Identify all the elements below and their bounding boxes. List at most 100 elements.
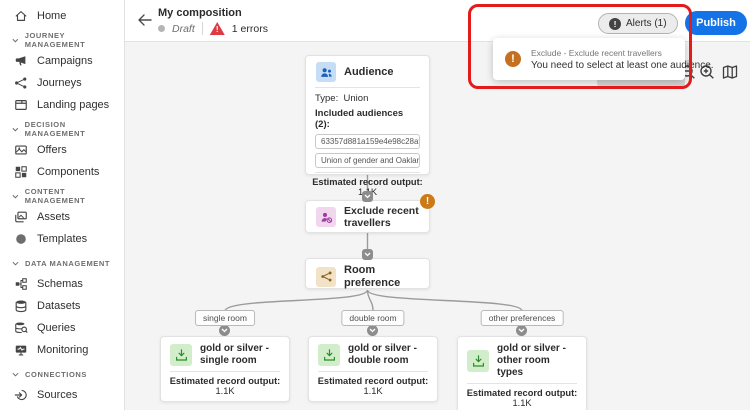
node-title: Room preference xyxy=(344,264,401,289)
sidebar-item-offers[interactable]: Offers xyxy=(0,139,124,161)
audience-chip[interactable]: Union of gender and Oakland s... xyxy=(315,153,420,168)
back-button[interactable] xyxy=(136,11,156,31)
save-output-icon xyxy=(170,344,192,366)
journeys-icon xyxy=(15,77,27,89)
chevron-down-marker-icon xyxy=(367,325,378,336)
publish-button[interactable]: Publish xyxy=(685,11,747,35)
chevron-down-icon xyxy=(12,372,19,377)
estimated-output: Estimated record output: 1.1K xyxy=(466,388,578,408)
chevron-down-marker-icon xyxy=(516,325,527,336)
node-title: gold or silver - single room xyxy=(200,343,269,366)
sidebar-item-home[interactable]: Home xyxy=(0,5,124,27)
chevron-down-icon xyxy=(12,38,19,42)
chevron-down-marker-icon xyxy=(219,325,230,336)
audience-chip[interactable]: 63357d881a159e4e98c28af6_16... xyxy=(315,134,420,149)
queries-icon xyxy=(15,322,28,333)
sidebar-item-components[interactable]: Components xyxy=(0,161,124,183)
branch-label-pill: double room xyxy=(341,310,405,326)
page-title: My composition xyxy=(158,7,242,19)
error-warning-icon: ! xyxy=(209,22,225,35)
split-icon xyxy=(316,266,336,287)
room-node-header: Room preference xyxy=(306,259,429,294)
home-icon xyxy=(15,11,27,21)
exclude-node[interactable]: Exclude recent travellers ! xyxy=(305,194,435,234)
output-node-other-room-types[interactable]: gold or silver - other room types Estima… xyxy=(457,336,587,410)
alert-popup-text: Exclude - Exclude recent travellers You … xyxy=(531,48,714,71)
status-row: Draft ! 1 errors xyxy=(158,22,268,35)
chevron-down-icon xyxy=(12,261,19,266)
status-dot xyxy=(158,25,165,32)
chevron-down-icon xyxy=(12,194,19,198)
exclude-node-header: Exclude recent travellers xyxy=(306,201,429,234)
exclude-audience-icon xyxy=(316,207,336,228)
browser-window-icon xyxy=(15,100,27,110)
divider xyxy=(201,22,203,35)
error-count: 1 errors xyxy=(231,22,268,35)
chevron-down-marker-icon xyxy=(362,191,373,202)
chevron-down-icon xyxy=(12,127,19,131)
warning-circle-icon: ! xyxy=(505,51,521,67)
composition-canvas[interactable]: Audience Type: Union Included audiences … xyxy=(125,42,750,410)
sidebar-item-templates[interactable]: Templates xyxy=(0,228,124,250)
node-title: Audience xyxy=(344,65,394,78)
sidebar-item-sources[interactable]: Sources xyxy=(0,384,124,406)
alert-circle-icon: ! xyxy=(609,17,621,30)
divider xyxy=(315,87,420,88)
sidebar-item-schemas[interactable]: Schemas xyxy=(0,273,124,295)
sidebar-item-monitoring[interactable]: Monitoring xyxy=(0,339,124,361)
datasets-icon xyxy=(15,300,27,313)
node-title: gold or silver - other room types xyxy=(497,343,566,378)
audience-icon xyxy=(316,62,336,82)
alerts-button[interactable]: ! Alerts (1) xyxy=(598,13,678,34)
arrow-left-icon xyxy=(138,14,152,26)
alerts-button-label: Alerts (1) xyxy=(626,18,667,29)
chevron-down-marker-icon xyxy=(362,249,373,260)
sidebar-section-decision-management[interactable]: DECISION MANAGEMENT xyxy=(0,119,124,139)
sidebar-section-data-management[interactable]: DATA MANAGEMENT xyxy=(0,253,124,273)
sidebar-item-label: Home xyxy=(37,10,67,22)
alert-popup-message: You need to select at least one audience… xyxy=(531,59,714,71)
audience-type-row: Type: Union xyxy=(315,93,369,104)
divider xyxy=(318,371,428,372)
node-title: Exclude recent travellers xyxy=(344,205,419,230)
sidebar-item-campaigns[interactable]: Campaigns xyxy=(0,50,124,72)
sidebar-section-journey-management[interactable]: JOURNEY MANAGEMENT xyxy=(0,30,124,50)
schemas-icon xyxy=(15,278,27,290)
audience-node[interactable]: Audience Type: Union Included audiences … xyxy=(305,55,430,197)
sources-icon xyxy=(14,389,27,401)
sidebar-item-assets[interactable]: Assets xyxy=(0,206,124,228)
divider xyxy=(315,172,420,173)
save-output-icon xyxy=(318,344,340,366)
zoom-in-icon[interactable] xyxy=(698,63,716,81)
templates-icon xyxy=(16,234,26,244)
status-badge: Draft xyxy=(172,22,195,35)
estimated-output: Estimated record output: 1.1K xyxy=(169,376,281,396)
audience-node-body: Type: Union Included audiences (2): 6335… xyxy=(306,88,429,172)
warning-badge-icon: ! xyxy=(420,194,435,209)
alert-popup: ! Exclude - Exclude recent travellers Yo… xyxy=(493,38,714,80)
output-node-single-room[interactable]: gold or silver - single room Estimated r… xyxy=(160,336,290,402)
room-preference-node[interactable]: Room preference xyxy=(305,258,430,289)
sidebar-section-connections[interactable]: CONNECTIONS xyxy=(0,364,124,384)
branch-label-pill: single room xyxy=(195,310,255,326)
offers-icon xyxy=(15,145,27,155)
components-icon xyxy=(15,166,27,178)
assets-icon xyxy=(15,211,27,223)
node-title: gold or silver - double room xyxy=(348,343,417,366)
sidebar-item-landing-pages[interactable]: Landing pages xyxy=(0,94,124,116)
save-output-icon xyxy=(467,350,489,372)
included-audiences-label: Included audiences (2): xyxy=(315,108,404,130)
alert-popup-title: Exclude - Exclude recent travellers xyxy=(531,47,662,58)
sidebar-section-content-management[interactable]: CONTENT MANAGEMENT xyxy=(0,186,124,206)
sidebar-item-journeys[interactable]: Journeys xyxy=(0,72,124,94)
output-node-double-room[interactable]: gold or silver - double room Estimated r… xyxy=(308,336,438,402)
map-overview-icon[interactable] xyxy=(721,63,739,81)
sidebar-item-datasets[interactable]: Datasets xyxy=(0,295,124,317)
sidebar: Home JOURNEY MANAGEMENT Campaigns Journe… xyxy=(0,0,125,410)
monitoring-icon xyxy=(15,345,27,356)
divider xyxy=(170,371,280,372)
audience-node-header: Audience xyxy=(306,56,429,87)
sidebar-item-queries[interactable]: Queries xyxy=(0,317,124,339)
divider xyxy=(467,383,577,384)
